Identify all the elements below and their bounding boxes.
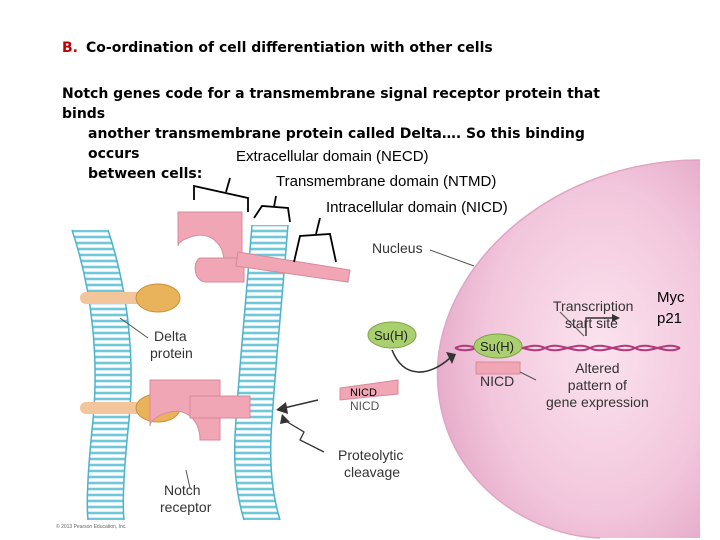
proteolytic-cleavage-label: Proteolytic cleavage bbox=[338, 447, 403, 481]
nicd-cyto-label: NICD bbox=[350, 399, 380, 413]
right-cell-membrane bbox=[233, 224, 289, 521]
suh-free bbox=[367, 321, 417, 349]
nicd-fragment bbox=[339, 379, 399, 401]
notch-receptor-bottom bbox=[149, 379, 251, 441]
intro-paragraph: Notch genes code for a transmembrane sig… bbox=[62, 84, 632, 184]
altered-expression-label: Altered pattern of gene expression bbox=[546, 360, 649, 411]
domain-bracket-necd bbox=[193, 177, 249, 212]
suh-label: Su(H) bbox=[374, 328, 408, 343]
altered-line-1: Altered bbox=[575, 360, 620, 376]
nicd-release-arrow bbox=[276, 399, 319, 414]
proteolytic-cleavage-arrow bbox=[280, 414, 325, 453]
nicd-nucleus bbox=[475, 361, 521, 375]
notch-receptor-label: Notch receptor bbox=[160, 482, 211, 516]
necd-label: Extracellular domain (NECD) bbox=[236, 148, 429, 165]
altered-line-2: pattern of bbox=[567, 377, 627, 393]
heading-number: B. bbox=[62, 40, 78, 56]
notch-receptor-top bbox=[177, 211, 351, 283]
proteolytic-line-2: cleavage bbox=[344, 464, 401, 480]
paragraph-line-1: Notch genes code for a transmembrane sig… bbox=[62, 86, 600, 122]
suh-to-nucleus-arrow bbox=[391, 349, 456, 373]
nicd-overlay-label: NICD bbox=[350, 387, 377, 399]
leader-lines bbox=[119, 249, 585, 489]
paragraph-line-3: between cells: bbox=[88, 166, 203, 182]
ntmd-label: Transmembrane domain (NTMD) bbox=[276, 173, 497, 190]
target-genes-label: Myc p21 bbox=[657, 287, 685, 329]
notch-line-2: receptor bbox=[160, 499, 212, 515]
domain-bracket-nicd bbox=[293, 217, 337, 263]
suh-bound bbox=[473, 333, 523, 359]
transcription-arrow bbox=[585, 314, 620, 336]
delta-protein-top bbox=[80, 283, 181, 313]
slide-heading: B. Co-ordination of cell differentiation … bbox=[62, 40, 493, 56]
delta-line-2: protein bbox=[150, 345, 193, 361]
gene-myc: Myc bbox=[657, 289, 685, 306]
paragraph-line-2: another transmembrane protein called Del… bbox=[88, 126, 585, 162]
suh-bound-label: Su(H) bbox=[480, 339, 514, 354]
notch-line-1: Notch bbox=[164, 482, 201, 498]
nucleus-label: Nucleus bbox=[372, 240, 423, 256]
gene-p21: p21 bbox=[657, 310, 683, 327]
nicd-nucleus-label: NICD bbox=[480, 373, 514, 389]
domain-bracket-ntmd bbox=[253, 195, 291, 223]
transcription-line-2: start site bbox=[565, 315, 618, 331]
nicd-label: Intracellular domain (NICD) bbox=[326, 199, 508, 216]
heading-text: Co-ordination of cell differentiation wi… bbox=[86, 40, 493, 56]
copyright-notice: © 2013 Pearson Education, Inc. bbox=[56, 524, 127, 530]
left-cell-membrane bbox=[71, 229, 132, 521]
transcription-line-1: Transcription bbox=[553, 298, 634, 314]
altered-line-3: gene expression bbox=[546, 394, 649, 410]
delta-protein-label: Delta protein bbox=[150, 328, 193, 362]
delta-line-1: Delta bbox=[154, 328, 187, 344]
transcription-start-label: Transcription start site bbox=[553, 298, 633, 332]
proteolytic-line-1: Proteolytic bbox=[338, 447, 404, 463]
